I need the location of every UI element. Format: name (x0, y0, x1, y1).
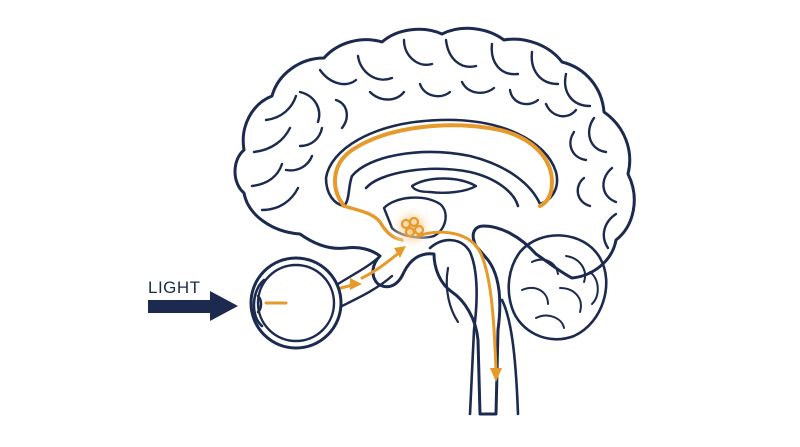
optic-pathway-2 (360, 250, 402, 280)
right-arrow-icon (148, 291, 238, 321)
eye-icon (249, 256, 343, 350)
descending-pathway (416, 230, 498, 374)
brainstem-outline (428, 238, 478, 416)
brainstem-inner (445, 266, 460, 324)
corpus-callosum-outline (324, 118, 559, 208)
cerebellum-outline (507, 234, 608, 341)
descending-arrowhead (490, 368, 502, 382)
ventricle-outline (410, 177, 478, 194)
cortical-pathway (332, 123, 554, 208)
spinal-cord-outline (500, 298, 520, 416)
optic-arrowhead-1 (350, 278, 362, 290)
cortex-folds (250, 38, 618, 250)
light-label: LIGHT (148, 278, 201, 297)
pineal-gland (400, 216, 425, 238)
brain-outline (233, 26, 636, 416)
optic-arrowhead-2 (394, 246, 406, 258)
optic-nerve-outline (336, 254, 394, 310)
cerebellum-folds (521, 255, 599, 329)
fornix-outline (364, 167, 520, 208)
